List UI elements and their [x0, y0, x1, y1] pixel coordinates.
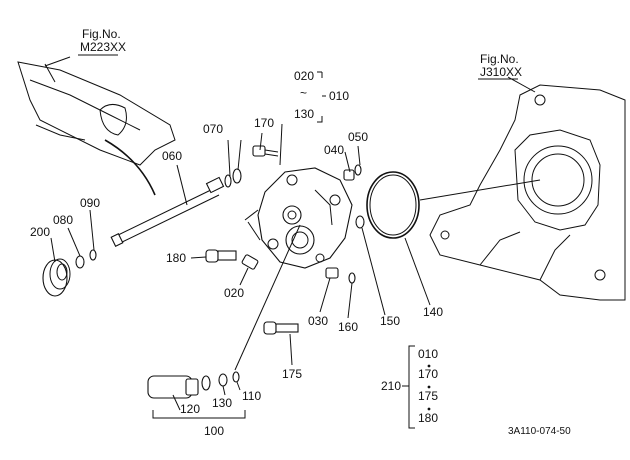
- callout-040: 040: [324, 143, 344, 157]
- callout-200: 200: [30, 225, 50, 239]
- callout-150: 150: [380, 314, 400, 328]
- callout-175: 175: [282, 367, 302, 381]
- bolt-180: [205, 249, 237, 263]
- bolt-170: [252, 145, 279, 157]
- leader-lines: [44, 56, 541, 429]
- kit-item: 170: [418, 367, 438, 381]
- kit-number: 210: [381, 379, 401, 393]
- ref-title: Fig.No.: [82, 27, 121, 41]
- drawing-code: 3A110-074-50: [508, 426, 571, 437]
- callout-020-top: 020: [294, 69, 314, 83]
- callout-060: 060: [162, 149, 182, 163]
- callout-140: 140: [423, 305, 443, 319]
- callout-130: 130: [212, 396, 232, 410]
- callout-tilde: ~: [300, 86, 307, 100]
- callout-050: 050: [348, 130, 368, 144]
- ref-title: Fig.No.: [480, 52, 519, 66]
- shaft-060: [110, 176, 225, 247]
- callout-080: 080: [53, 213, 73, 227]
- callout-020: 020: [224, 286, 244, 300]
- left-housing: [17, 61, 176, 196]
- callout-100: 100: [204, 424, 224, 438]
- callout-180: 180: [166, 251, 186, 265]
- bolt-175: [263, 321, 299, 335]
- plug-040: [343, 164, 362, 181]
- o-ring-150: [355, 215, 365, 229]
- washer-080: [75, 255, 85, 269]
- o-ring-070a: [224, 174, 232, 188]
- pump-cover: [257, 167, 353, 269]
- callout-160: 160: [338, 320, 358, 334]
- relief-valve-100: [147, 371, 240, 399]
- callout-170: 170: [254, 116, 274, 130]
- ref-m223xx: Fig.No. M223XX: [78, 27, 126, 56]
- ref-j310xx: Fig.No. J310XX: [478, 52, 522, 80]
- callout-110: 110: [242, 389, 261, 403]
- kit-item: 175: [418, 389, 438, 403]
- ref-code: M223XX: [80, 40, 126, 54]
- callout-120: 120: [180, 402, 200, 416]
- o-ring-070b: [232, 168, 242, 184]
- plug-030: [325, 267, 339, 279]
- oil-seal-200: [42, 258, 71, 297]
- right-housing: [429, 84, 626, 301]
- callout-130-top: 130: [294, 107, 314, 121]
- kit-item: 010: [418, 347, 438, 361]
- o-ring-140: [366, 171, 420, 239]
- callout-labels: 020 010 ~ 130 170 070 060 040 050 090 08…: [30, 69, 443, 438]
- callout-030: 030: [308, 314, 328, 328]
- washer-090: [89, 249, 97, 261]
- kit-item: 180: [418, 411, 438, 425]
- callout-010: 010: [329, 89, 349, 103]
- kit-210: 210 010 170 175 180: [381, 347, 438, 425]
- o-ring-160: [348, 272, 356, 284]
- ref-code: J310XX: [480, 65, 522, 79]
- stud-020: [241, 254, 259, 270]
- callout-070: 070: [203, 122, 223, 136]
- callout-090: 090: [80, 196, 100, 210]
